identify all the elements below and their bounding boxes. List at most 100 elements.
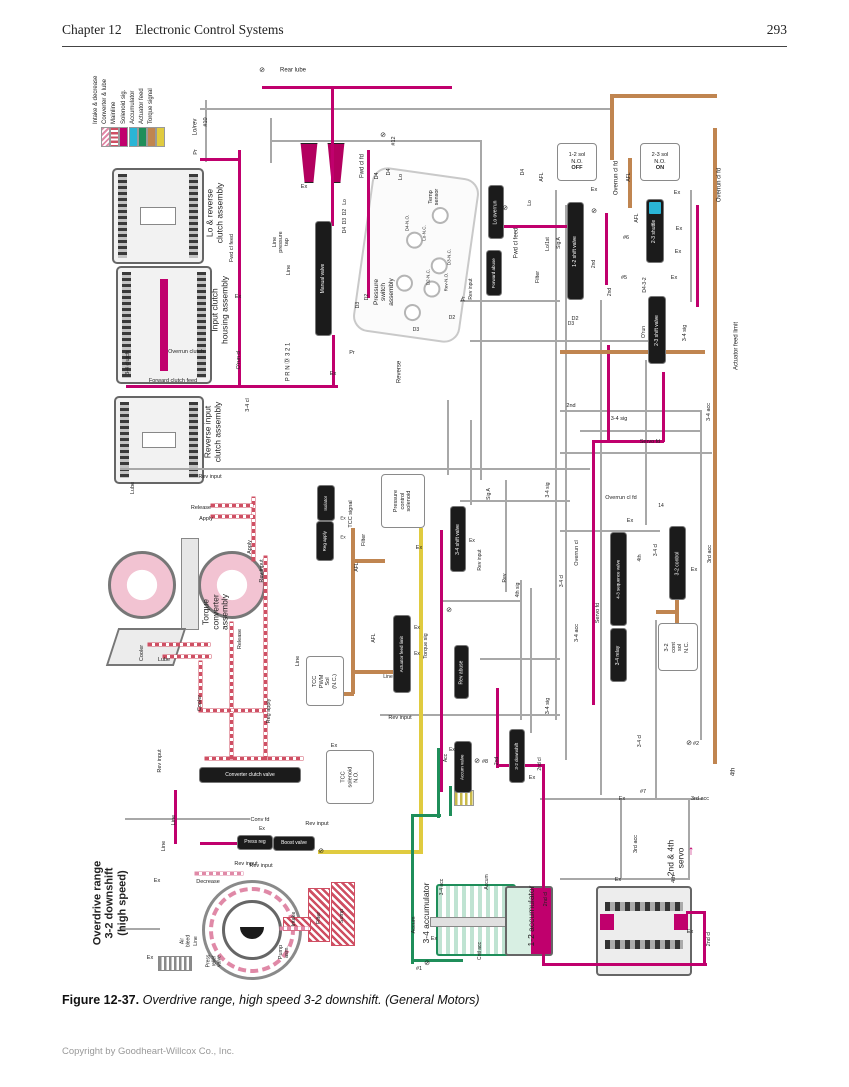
diagram-label: Ex xyxy=(414,651,420,658)
legend-swatch-torque-signal xyxy=(156,127,166,147)
legend-label-solenoid-sig: Solenoid sig. xyxy=(120,89,127,124)
diagram-label: Input clutch housing assembly xyxy=(209,275,229,345)
diagram-label: D4 xyxy=(385,168,392,176)
valve-label: 3-4 relay xyxy=(615,645,622,665)
servo-drawing xyxy=(596,886,692,976)
pump-rotor xyxy=(222,900,282,960)
diagram-label: Overdrive range 3-2 downshift (high spee… xyxy=(91,860,129,946)
diagram-label: Ex xyxy=(614,876,622,883)
diagram-label: Rear lube xyxy=(279,67,307,74)
pipe xyxy=(205,757,303,760)
diagram-label: Ex xyxy=(449,747,455,754)
diagram-label: Rev input xyxy=(198,473,222,480)
converter-shaft xyxy=(180,538,199,630)
diagram-label: Ex xyxy=(415,544,423,551)
diagram-label: Fwd cl feed xyxy=(228,233,235,263)
accumulator-3-4-drawing xyxy=(430,884,522,956)
diagram-label: Line xyxy=(193,936,200,946)
pipe xyxy=(530,588,532,733)
diagram-label: Rev input xyxy=(249,862,273,869)
valve-label: Isolator xyxy=(322,495,328,511)
pipe xyxy=(686,911,706,914)
diagram-label: 3-4 sig xyxy=(610,415,628,422)
diagram-label: Rev input xyxy=(156,749,163,773)
pipe xyxy=(688,800,690,878)
pump-crescent xyxy=(240,927,264,939)
pipe xyxy=(230,622,233,714)
diagram-label: Lo-N.C. xyxy=(421,225,427,241)
pipe xyxy=(380,714,560,716)
diagram-label: Fwd cl fd xyxy=(359,153,366,179)
diagram-label: Ex xyxy=(430,935,438,942)
clutch-pack xyxy=(122,272,131,378)
lo-reverse-clutch-drawing xyxy=(112,168,204,264)
valve-3-2-control: 3-2 control xyxy=(670,527,685,599)
diagram-label: 3-4 sig xyxy=(545,482,552,498)
diagram-label: #6 xyxy=(622,234,630,241)
valve-2-3-shift-valve: 2-3 shift valve xyxy=(649,297,665,363)
pipe xyxy=(610,94,614,160)
diagram-label: Ex xyxy=(670,274,678,281)
pipe xyxy=(560,410,700,412)
pipe xyxy=(542,764,545,966)
diagram-label: ⊘ xyxy=(318,848,324,856)
servo-piston xyxy=(605,902,683,911)
pipe xyxy=(411,814,414,964)
diagram-label: Overrun cl fd xyxy=(613,160,620,196)
valve-2-3-shuttle: 2-3 shuttle xyxy=(647,200,663,262)
diagram-label: D3 xyxy=(567,321,575,328)
diagram-label: 3-4 acc xyxy=(705,402,712,422)
diagram-label: Ex xyxy=(590,186,598,193)
diagram-label: D4-N.O. xyxy=(404,214,410,232)
diagram-label: Servo fd xyxy=(639,438,661,445)
diagram-label: Lube xyxy=(157,656,171,663)
diagram-label: Ex xyxy=(673,189,681,196)
valve-label: Lo overrun xyxy=(492,200,499,224)
chapter-label: Chapter 12 xyxy=(62,22,122,37)
diagram-label: 3-4 accumulator xyxy=(421,882,432,944)
diagram-label: ⊘ xyxy=(380,132,386,140)
diagram-label: Filter xyxy=(534,270,541,284)
diagram-label: D4-3-2 xyxy=(642,277,649,293)
legend-label-converter-lube: Converter & lube xyxy=(102,78,109,124)
pipe xyxy=(594,440,664,443)
diagram-label: Ex xyxy=(340,534,346,540)
diagram-label: Torque sig xyxy=(422,633,429,659)
pipe xyxy=(262,86,452,89)
pipe xyxy=(318,850,422,854)
diagram-label: Servo fd xyxy=(594,602,601,624)
diagram-label: 1-2 accumulator xyxy=(526,885,537,947)
diagram-label: ⊘ xyxy=(686,740,692,748)
servo-apply-chamber xyxy=(600,914,614,930)
diagram-label: #12 xyxy=(390,136,397,146)
diagram-label: Lo xyxy=(397,173,404,181)
diagram-label: Lo xyxy=(527,200,534,206)
pipe xyxy=(195,872,243,875)
diagram-label: 3rd acc xyxy=(690,795,710,802)
diagram-label: D2 xyxy=(342,208,349,216)
pipe xyxy=(264,712,267,760)
pipe xyxy=(211,515,253,518)
diagram-label: D2 xyxy=(571,315,579,322)
diagram-label: Pump asm. xyxy=(277,944,290,960)
diagram-label: Ex xyxy=(469,538,475,545)
diagram-label: Ex xyxy=(329,370,337,377)
pipe xyxy=(620,800,622,880)
diagram-label: Cooler xyxy=(138,644,145,662)
pipe xyxy=(270,140,480,142)
pipe xyxy=(270,118,272,163)
pipe xyxy=(230,712,233,759)
diagram-label: ↑ xyxy=(687,842,695,858)
diagram-label: ⊘ xyxy=(474,758,480,766)
diagram-label: Rev input xyxy=(468,278,475,300)
pipe xyxy=(200,842,242,845)
diagram-label: 2nd xyxy=(607,287,614,297)
pipe xyxy=(690,190,692,302)
pipe xyxy=(440,600,520,602)
pipe xyxy=(703,911,706,966)
copyright-line: Copyright by Goodheart-Willcox Co., Inc. xyxy=(62,1046,235,1057)
valve-label: 3-2 downshift xyxy=(513,742,519,770)
